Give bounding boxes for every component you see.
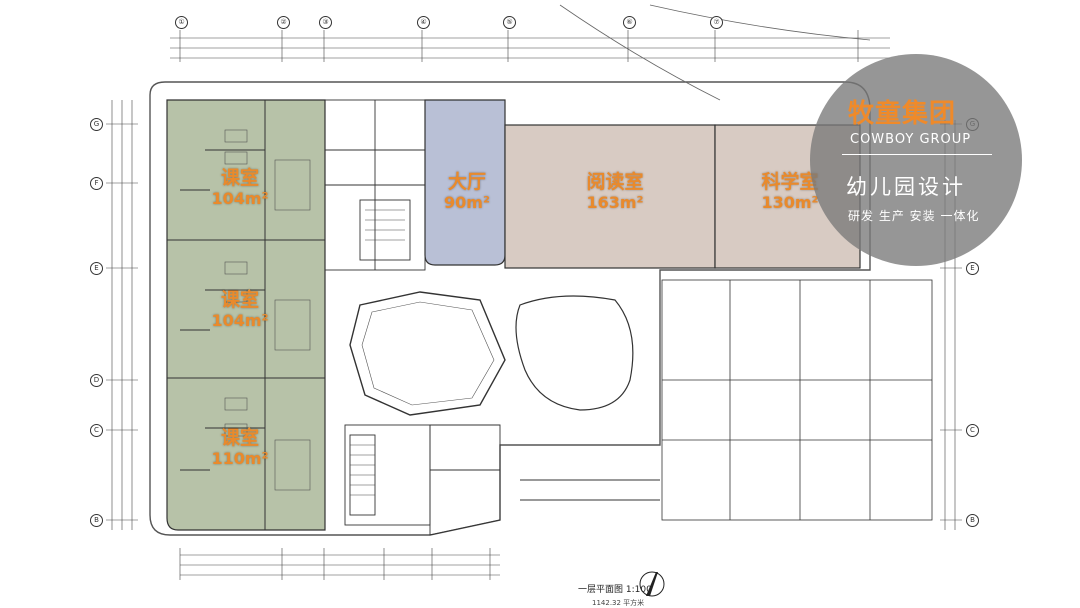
brand-tagline: 研发 生产 安装 一体化 [848,209,980,223]
room-area: 163m² [586,192,644,212]
service-core [324,99,426,271]
axis-bubble-left: G [90,118,103,131]
axis-bubble-left: D [90,374,103,387]
courtyard-left [349,291,506,416]
brand-divider [842,154,992,155]
classroom-walls [167,100,325,530]
courtyard-left-inner [361,301,495,406]
classroom-furniture [224,129,311,491]
brand-title: 牧童集团 [848,99,957,129]
room-area: 110m² [211,448,269,468]
axis-bubble-left: B [90,514,103,527]
room-label-classroom-3: 课室 110m² [200,427,280,468]
room-name: 大厅 [447,171,486,193]
site-curve [649,4,871,41]
outdoor-grid [661,279,933,521]
axis-bubble-top: ⑤ [503,16,516,29]
axis-bubble-right: C [966,424,979,437]
classroom-block [166,99,326,531]
axis-bubble-top: ① [175,16,188,29]
room-name: 课室 [220,427,259,449]
axis-bubble-left: F [90,177,103,190]
axis-bubble-top: ⑥ [623,16,636,29]
drawing-area-note: 1142.32 平方米 [592,599,645,607]
room-name: 科学室 [761,171,819,193]
room-label-reading-room: 阅读室 163m² [570,171,660,212]
axis-bubble-top: ② [277,16,290,29]
axis-bubble-top: ⑦ [710,16,723,29]
courtyard-right [515,295,634,411]
axis-bubble-right: E [966,262,979,275]
room-label-classroom-1: 课室 104m² [200,167,280,208]
brand-english-name: COWBOY GROUP [850,132,972,147]
north-arrow [639,571,665,597]
room-name: 课室 [220,289,259,311]
lower-service [344,424,660,536]
axis-bubble-left: E [90,262,103,275]
bottom-dimension-lines [179,548,500,580]
left-dimension-lines [106,100,138,530]
room-area: 104m² [211,310,269,330]
site-curve [559,4,721,101]
room-name: 阅读室 [586,171,644,193]
axis-bubble-top: ③ [319,16,332,29]
room-label-science-room: 科学室 130m² [745,171,835,212]
axis-bubble-top: ④ [417,16,430,29]
room-area: 130m² [761,192,819,212]
brand-badge [810,54,1022,266]
reading-room-area [504,124,716,269]
room-label-hall: 大厅 90m² [430,171,504,212]
room-label-classroom-2: 课室 104m² [200,289,280,330]
room-name: 课室 [220,167,259,189]
room-area: 104m² [211,188,269,208]
axis-bubble-right: B [966,514,979,527]
axis-bubble-left: C [90,424,103,437]
drawing-title: 一层平面图 1:100 [578,585,652,595]
stair-hatching [350,209,405,496]
room-area: 90m² [444,192,490,212]
brand-subtitle: 幼儿园设计 [846,175,966,199]
top-dimension-lines [170,30,890,62]
